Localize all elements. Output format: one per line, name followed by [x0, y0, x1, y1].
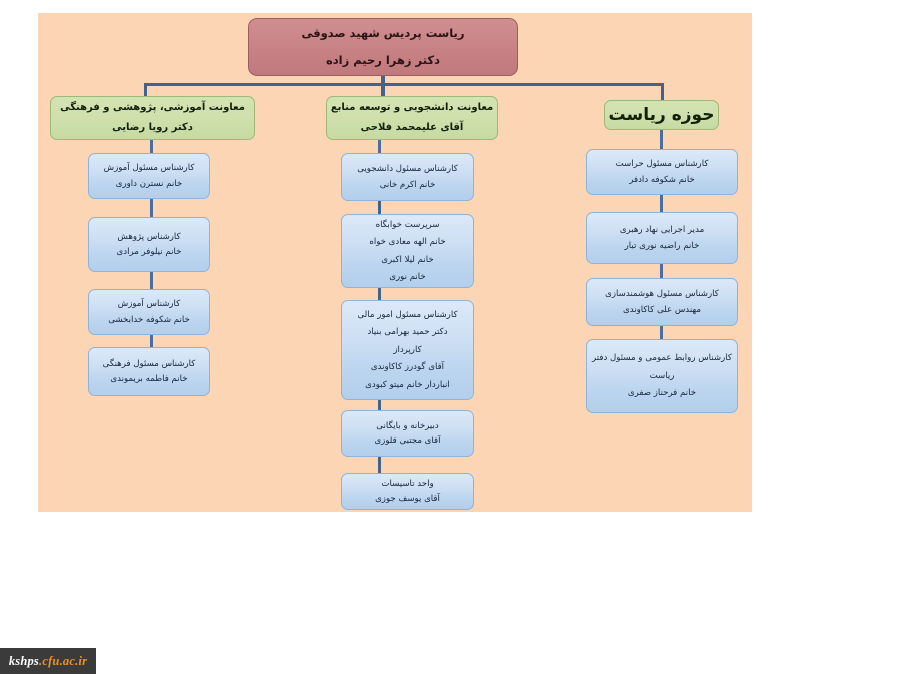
org-header-presidency-line-1: حوزه ریاست	[608, 104, 715, 125]
org-node-student-0-line-2: خانم اکرم خانی	[379, 179, 436, 190]
org-node-presidency-0-line-1: کارشناس مسئول حراست	[615, 159, 709, 170]
connector-education-spine-4	[150, 335, 153, 347]
org-header-education-line-1: معاونت آموزشی، پژوهشی و فرهنگی	[60, 101, 245, 113]
connector-presidency-spine-1	[660, 130, 663, 149]
org-node-presidency-1-line-1: مدیر اجرایی نهاد رهبری	[619, 225, 705, 236]
org-node-student-0: کارشناس مسئول دانشجویی خانم اکرم خانی	[341, 153, 474, 201]
connector-student-spine-3	[378, 288, 381, 300]
connector-education-spine-1	[150, 140, 153, 153]
org-node-education-0-line-1: کارشناس مسئول آموزش	[103, 163, 195, 174]
connector-student-spine-4	[378, 400, 381, 410]
org-node-education-3: کارشناس مسئول فرهنگی خانم فاطمه بریموندی	[88, 347, 210, 396]
watermark-domain: .cfu.ac.ir	[39, 653, 88, 668]
connector-student-spine-2	[378, 201, 381, 214]
org-node-education-2-line-2: خانم شکوفه خدابخشی	[108, 314, 190, 325]
org-node-student-2-line-2: دکتر حمید بهرامی بنیاد	[367, 327, 448, 338]
org-node-presidency-3-line-2: ریاست	[649, 370, 675, 381]
org-node-student-3-line-2: آقای مجتبی قلوزی	[374, 436, 441, 446]
org-node-education-0-line-2: خانم نسترن داوری	[115, 178, 183, 189]
org-node-education-1-line-2: خانم نیلوفر مرادی	[116, 247, 182, 257]
org-node-presidency-0-line-2: خانم شکوفه دادفر	[629, 174, 695, 185]
org-node-presidency-2-line-1: کارشناس مسئول هوشمندسازی	[605, 289, 719, 300]
org-header-education-line-2: دکتر رویا رضایی	[112, 122, 193, 133]
org-node-education-2-line-1: کارشناس آموزش	[117, 299, 181, 310]
org-node-education-0: کارشناس مسئول آموزش خانم نسترن داوری	[88, 153, 210, 199]
org-node-education-3-line-1: کارشناس مسئول فرهنگی	[102, 358, 196, 369]
org-header-education: معاونت آموزشی، پژوهشی و فرهنگی دکتر رویا…	[50, 96, 255, 140]
org-node-student-3: دبیرخانه و بایگانی آقای مجتبی قلوزی	[341, 410, 474, 457]
connector-education-spine-3	[150, 272, 153, 289]
org-node-presidency-1-line-2: خانم راضیه نوری تبار	[624, 240, 700, 251]
org-node-education-1-line-1: کارشناس پژوهش	[117, 231, 181, 242]
org-node-presidency-0: کارشناس مسئول حراست خانم شکوفه دادفر	[586, 149, 738, 195]
org-node-presidency-3-line-3: خانم فرحناز صفری	[627, 388, 697, 399]
connector-root-stem	[381, 76, 385, 84]
org-node-student-3-line-1: دبیرخانه و بایگانی	[376, 420, 439, 431]
org-node-presidency-3-line-1: کارشناس روابط عمومی و مسئول دفتر	[592, 353, 732, 364]
org-node-root: ریاست پردیس شهید صدوقی دکتر زهرا رحیم زا…	[248, 18, 518, 76]
org-header-student-affairs-line-2: آقای علیمحمد فلاحی	[360, 122, 464, 133]
connector-main-bus	[144, 83, 664, 86]
org-node-presidency-2-line-2: مهندس علی کاکاوندی	[623, 304, 701, 315]
org-node-student-0-line-1: کارشناس مسئول دانشجویی	[357, 164, 458, 175]
org-node-root-line-2: دکتر زهرا رحیم زاده	[325, 53, 440, 67]
connector-presidency-spine-3	[660, 264, 663, 278]
org-node-presidency-2: کارشناس مسئول هوشمندسازی مهندس علی کاکاو…	[586, 278, 738, 326]
watermark-name: kshps	[8, 653, 39, 668]
org-node-student-2-line-5: انباردار خانم میتو کبودی	[365, 379, 450, 390]
org-node-student-2-line-3: کارپرداز	[393, 344, 422, 355]
org-node-student-4-line-2: آقای یوسف جوزی	[375, 494, 440, 504]
connector-student-spine-1	[378, 140, 381, 153]
org-node-root-line-1: ریاست پردیس شهید صدوقی	[301, 26, 465, 41]
org-node-presidency-3: کارشناس روابط عمومی و مسئول دفتر ریاست خ…	[586, 339, 738, 413]
org-node-student-2-line-1: کارشناس مسئول امور مالی	[357, 309, 458, 320]
org-header-presidency: حوزه ریاست	[604, 100, 719, 130]
org-node-student-1-line-3: خانم لیلا اکبری	[381, 254, 434, 265]
org-header-student-affairs: معاونت دانشجویی و توسعه منابع آقای علیمح…	[326, 96, 498, 140]
org-node-student-2: کارشناس مسئول امور مالی دکتر حمید بهرامی…	[341, 300, 474, 400]
org-node-student-1: سرپرست خوابگاه خانم الهه معادی خواه خانم…	[341, 214, 474, 288]
org-node-education-3-line-2: خانم فاطمه بریموندی	[110, 374, 188, 384]
org-node-student-4-line-1: واحد تاسیسات	[381, 478, 434, 489]
org-node-student-1-line-1: سرپرست خوابگاه	[375, 219, 440, 230]
org-node-presidency-1: مدیر اجرایی نهاد رهبری خانم راضیه نوری ت…	[586, 212, 738, 264]
connector-presidency-spine-4	[660, 326, 663, 339]
connector-drop-student-affairs	[381, 83, 385, 96]
connector-student-spine-5	[378, 457, 381, 473]
org-header-student-affairs-line-1: معاونت دانشجویی و توسعه منابع	[330, 101, 494, 113]
org-node-education-1: کارشناس پژوهش خانم نیلوفر مرادی	[88, 217, 210, 272]
connector-drop-education	[144, 83, 147, 96]
org-node-student-1-line-2: خانم الهه معادی خواه	[369, 237, 446, 248]
site-watermark: kshps.cfu.ac.ir	[0, 648, 96, 674]
connector-education-spine-2	[150, 199, 153, 217]
org-chart-panel: ریاست پردیس شهید صدوقی دکتر زهرا رحیم زا…	[38, 13, 752, 512]
connector-presidency-spine-2	[660, 195, 663, 212]
org-node-student-2-line-4: آقای گودرز کاکاوندی	[370, 362, 445, 373]
org-node-student-1-line-4: خانم نوری	[389, 271, 426, 282]
org-node-student-4: واحد تاسیسات آقای یوسف جوزی	[341, 473, 474, 510]
org-node-education-2: کارشناس آموزش خانم شکوفه خدابخشی	[88, 289, 210, 335]
connector-drop-presidency	[661, 83, 664, 100]
